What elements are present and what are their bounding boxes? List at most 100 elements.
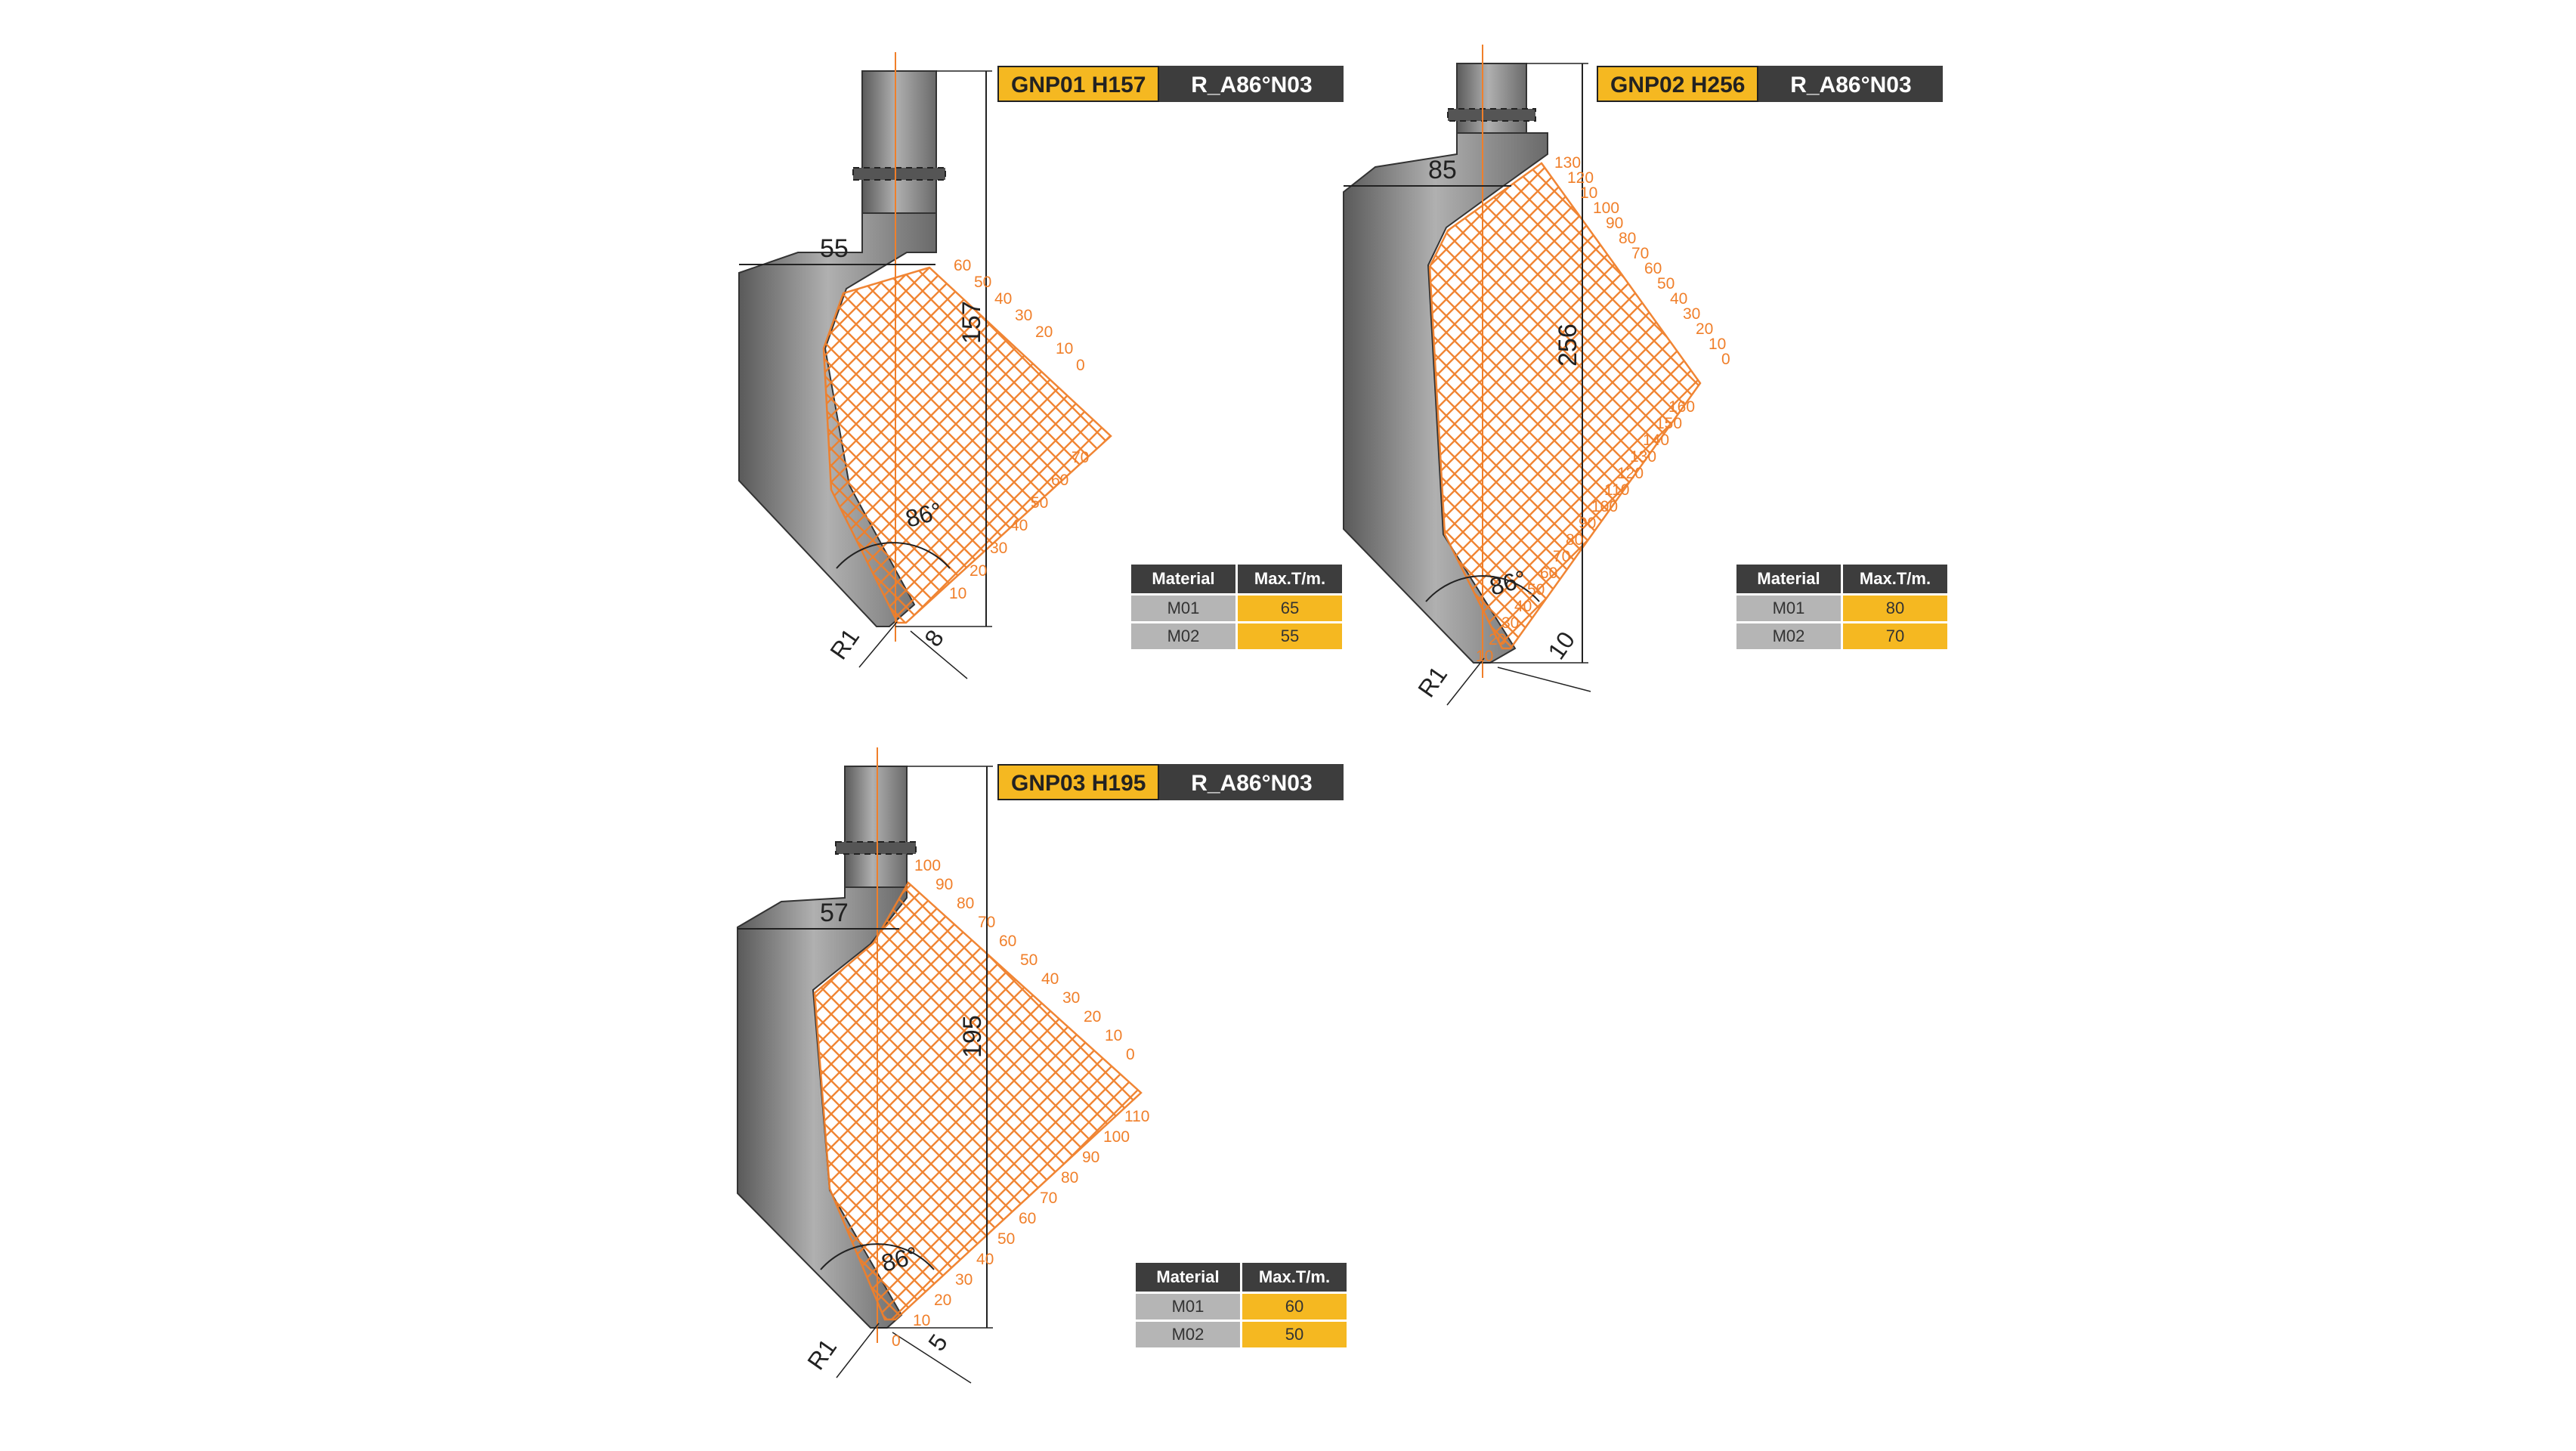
scale-label: 50 — [997, 1230, 1015, 1248]
table-cell-value: 70 — [1843, 623, 1947, 649]
table-row: M01 65 — [1131, 596, 1342, 621]
tool1-header: GNP01 H157 R_A86°N03 — [997, 66, 1344, 102]
tip-leader — [892, 1332, 972, 1384]
height-label: 256 — [1554, 323, 1582, 367]
scale-label: 70 — [978, 914, 995, 931]
table-header-maxt: Max.T/m. — [1843, 565, 1947, 593]
scale-label: 10 — [1580, 184, 1597, 202]
scale-label: 90 — [1082, 1149, 1099, 1166]
scale-label: 120 — [1567, 169, 1594, 187]
tip-label: 10 — [1542, 626, 1580, 664]
table-row: M02 55 — [1131, 623, 1342, 649]
scale-label: 110 — [1604, 481, 1629, 499]
scale-label: 70 — [1553, 548, 1570, 565]
scale-label: 40 — [1010, 517, 1028, 534]
scale-label: 70 — [1040, 1190, 1057, 1207]
tang-shape — [861, 70, 937, 214]
table-row: M02 50 — [1136, 1322, 1347, 1347]
scale-label: 0 — [1076, 357, 1085, 374]
scale-label: 50 — [1527, 581, 1545, 599]
scale-label: 30 — [955, 1271, 973, 1289]
scale-label: 80 — [1566, 531, 1583, 549]
table-header-material: Material — [1736, 565, 1841, 593]
clamp-pin — [835, 841, 917, 855]
load-grid — [813, 881, 1143, 1321]
table-cell-value: 80 — [1843, 596, 1947, 621]
scale-label: 70 — [1631, 245, 1649, 262]
scale-label: 110 — [1124, 1108, 1149, 1125]
clamp-pin — [852, 167, 946, 181]
table-cell-material: M01 — [1736, 596, 1841, 621]
scale-label: 50 — [1657, 275, 1675, 292]
tip-leader — [1497, 667, 1591, 692]
scale-label: 40 — [1041, 970, 1059, 988]
table-cell-value: 50 — [1242, 1322, 1347, 1347]
scale-label: 20 — [1084, 1008, 1101, 1026]
radius-leader — [858, 621, 898, 668]
table-row: M01 80 — [1736, 596, 1947, 621]
tool2-header: GNP02 H256 R_A86°N03 — [1597, 66, 1944, 102]
scale-label: 90 — [1606, 215, 1623, 232]
table-cell-value: 60 — [1242, 1294, 1347, 1320]
scale-label: 70 — [1072, 449, 1089, 466]
tip-label: 5 — [923, 1329, 953, 1356]
scale-label: 150 — [1656, 415, 1682, 432]
scale-label: 130 — [1630, 448, 1656, 466]
table-header-row: Material Max.T/m. — [1736, 565, 1947, 593]
scale-label: 40 — [976, 1251, 994, 1268]
height-label: 157 — [957, 301, 986, 344]
tool3-material-table: Material Max.T/m. M01 60 M02 50 — [1133, 1261, 1349, 1350]
scale-label: 10 — [1476, 648, 1493, 665]
width-label: 57 — [820, 899, 849, 927]
scale-label: 10 — [1056, 340, 1073, 357]
scale-label: 50 — [974, 274, 991, 291]
scale-label: 10 — [1105, 1027, 1122, 1044]
table-cell-material: M01 — [1136, 1294, 1240, 1320]
radius-label: R1 — [802, 1334, 842, 1375]
width-label: 85 — [1428, 156, 1457, 184]
scale-label: 0 — [1126, 1046, 1135, 1063]
tool2-type: R_A86°N03 — [1758, 66, 1944, 102]
scale-label: 20 — [1035, 323, 1053, 341]
scale-label: 100 — [1591, 498, 1618, 515]
table-header-material: Material — [1131, 565, 1235, 593]
clamp-pin — [1447, 108, 1536, 122]
scale-label: 30 — [990, 540, 1007, 557]
tip-label: 8 — [919, 625, 949, 651]
table-header-maxt: Max.T/m. — [1238, 565, 1342, 593]
table-cell-value: 65 — [1238, 596, 1342, 621]
table-cell-material: M02 — [1131, 623, 1235, 649]
punch-body — [1343, 132, 1548, 664]
scale-label: 30 — [1683, 305, 1700, 323]
radius-leader — [836, 1323, 880, 1378]
scale-label: 50 — [1031, 494, 1048, 512]
scale-label: 160 — [1668, 398, 1695, 416]
table-header-material: Material — [1136, 1263, 1240, 1292]
angle-arc — [1425, 575, 1540, 602]
table-header-row: Material Max.T/m. — [1131, 565, 1342, 593]
tool3-type: R_A86°N03 — [1159, 764, 1344, 800]
scale-label: 50 — [1020, 951, 1038, 969]
scale-label: 10 — [949, 585, 966, 602]
scale-label: 80 — [1619, 230, 1636, 247]
scale-label: 40 — [994, 290, 1012, 308]
scale-label: 100 — [1593, 200, 1619, 217]
scale-label: 30 — [1501, 614, 1519, 632]
table-cell-material: M02 — [1136, 1322, 1240, 1347]
angle-arc — [820, 1243, 935, 1270]
tip-leader — [910, 630, 968, 679]
scale-label: 60 — [1644, 260, 1662, 277]
scale-label: 40 — [1670, 290, 1687, 308]
scale-label: 140 — [1643, 432, 1669, 449]
scale-label: 30 — [1062, 989, 1080, 1007]
scale-label: 60 — [1540, 565, 1557, 582]
scale-label: 20 — [1696, 320, 1713, 338]
scale-label: 10 — [913, 1312, 930, 1329]
scale-label: 60 — [1051, 472, 1068, 489]
radius-leader — [1446, 657, 1485, 706]
scale-label: 0 — [892, 1332, 901, 1350]
scale-label: 40 — [1514, 598, 1532, 615]
